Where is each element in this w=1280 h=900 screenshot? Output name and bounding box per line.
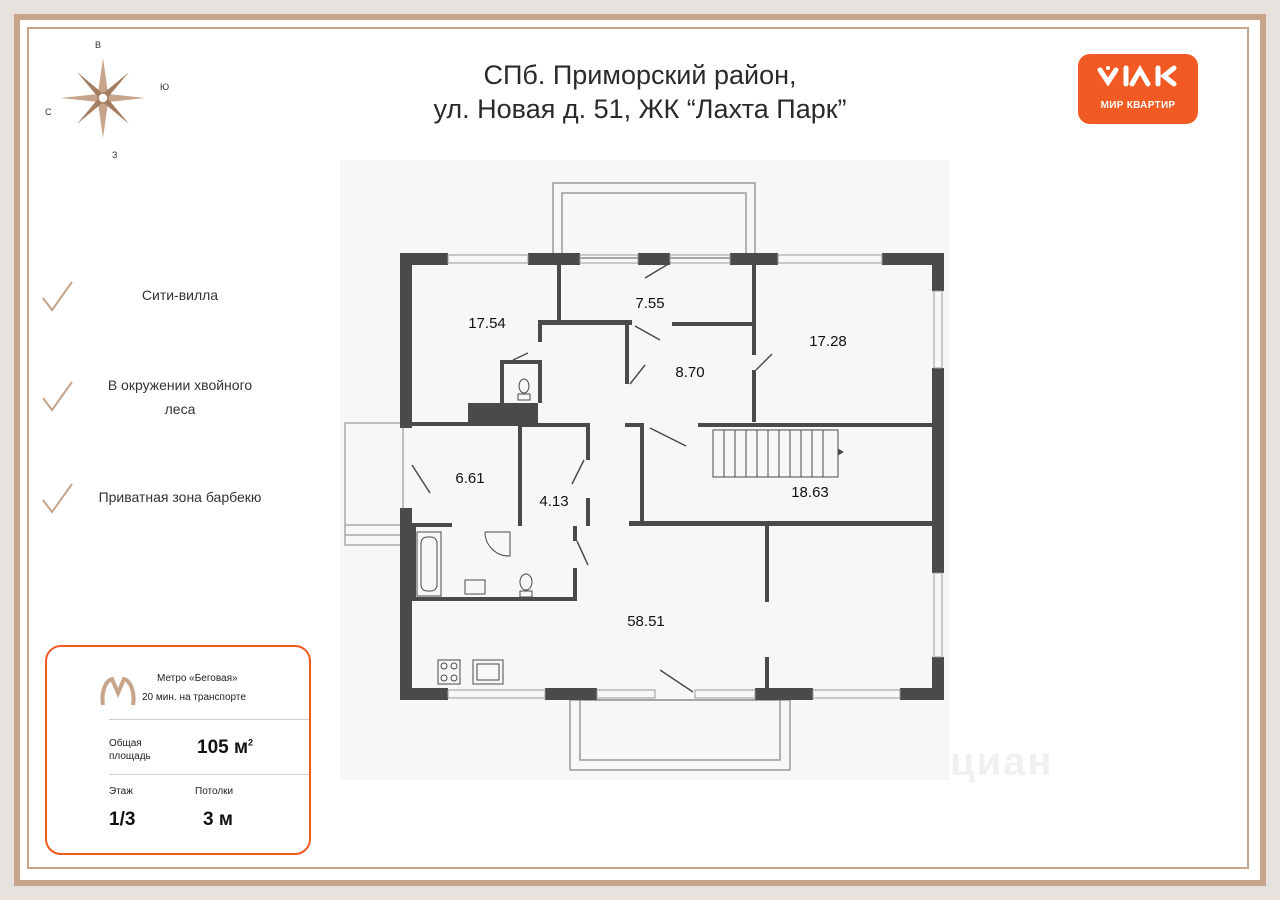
room-label: 7.55	[635, 295, 664, 312]
page-title: СПб. Приморский район, ул. Новая д. 51, …	[340, 58, 940, 126]
compass-south-label: З	[112, 150, 117, 160]
feature-item: В окружении хвойного леса	[40, 377, 300, 438]
room-labels: 17.54 7.55 17.28 8.70 6.61 4.13 18.63 58…	[455, 295, 846, 630]
feature-text: Приватная зона барбекю	[98, 489, 262, 505]
balcony-bottom	[569, 699, 791, 771]
room-label: 4.13	[539, 493, 568, 510]
watermark: циан	[950, 740, 1054, 784]
windows	[447, 254, 943, 699]
area-label: Общая площадь	[109, 738, 151, 762]
room-label: 58.51	[627, 613, 665, 630]
room-label: 17.54	[468, 315, 506, 332]
ceiling-value: 3 м	[203, 809, 233, 830]
feature-item: Приватная зона барбекю	[40, 482, 300, 532]
bathroom-fixtures	[416, 378, 533, 598]
divider	[109, 774, 309, 775]
interior-walls	[412, 265, 932, 700]
compass-north-label: В	[95, 40, 101, 50]
title-line-2: ул. Новая д. 51, ЖК “Лахта Парк”	[433, 94, 847, 124]
metro-travel-time: 20 мин. на транспорте	[142, 692, 246, 703]
floor-label: Этаж	[109, 786, 133, 797]
doors	[411, 262, 773, 693]
feature-text: В окружении хвойного леса	[107, 377, 253, 417]
title-line-1: СПб. Приморский район,	[483, 60, 797, 90]
compass-rose-icon: В Ю С З	[45, 40, 169, 160]
brand-logo: МИР КВАРТИР	[1078, 54, 1198, 124]
metro-logo-icon	[100, 676, 136, 706]
logo-text: МИР КВАРТИР	[1100, 100, 1176, 111]
area-unit-sup: 2	[248, 737, 254, 748]
area-value: 105 м2	[197, 737, 253, 759]
room-label: 6.61	[455, 470, 484, 487]
logo-mark-icon	[1097, 64, 1177, 87]
room-label: 17.28	[809, 333, 847, 350]
ceiling-label: Потолки	[195, 786, 234, 797]
feature-item: Сити-вилла	[40, 280, 300, 330]
feature-text: Сити-вилла	[141, 287, 219, 303]
room-label: 18.63	[791, 484, 829, 501]
checkmark-icon	[42, 483, 73, 514]
entrance-steps	[344, 422, 404, 546]
staircase	[712, 429, 844, 478]
area-number: 105 м	[197, 737, 249, 758]
checkmark-icon	[42, 381, 73, 412]
kitchen-stove	[437, 659, 504, 685]
checkmark-icon	[42, 281, 73, 312]
info-card: Метро «Беговая» 20 мин. на транспорте Об…	[45, 645, 311, 855]
room-label: 8.70	[675, 364, 704, 381]
exterior-walls	[400, 253, 944, 700]
floor-value: 1/3	[109, 809, 136, 830]
divider	[109, 719, 309, 720]
metro-station-name: Метро «Беговая»	[157, 673, 238, 684]
floor-plan: 17.54 7.55 17.28 8.70 6.61 4.13 18.63 58…	[340, 160, 950, 780]
compass-west-label: С	[45, 107, 52, 117]
compass-east-label: Ю	[160, 82, 169, 92]
